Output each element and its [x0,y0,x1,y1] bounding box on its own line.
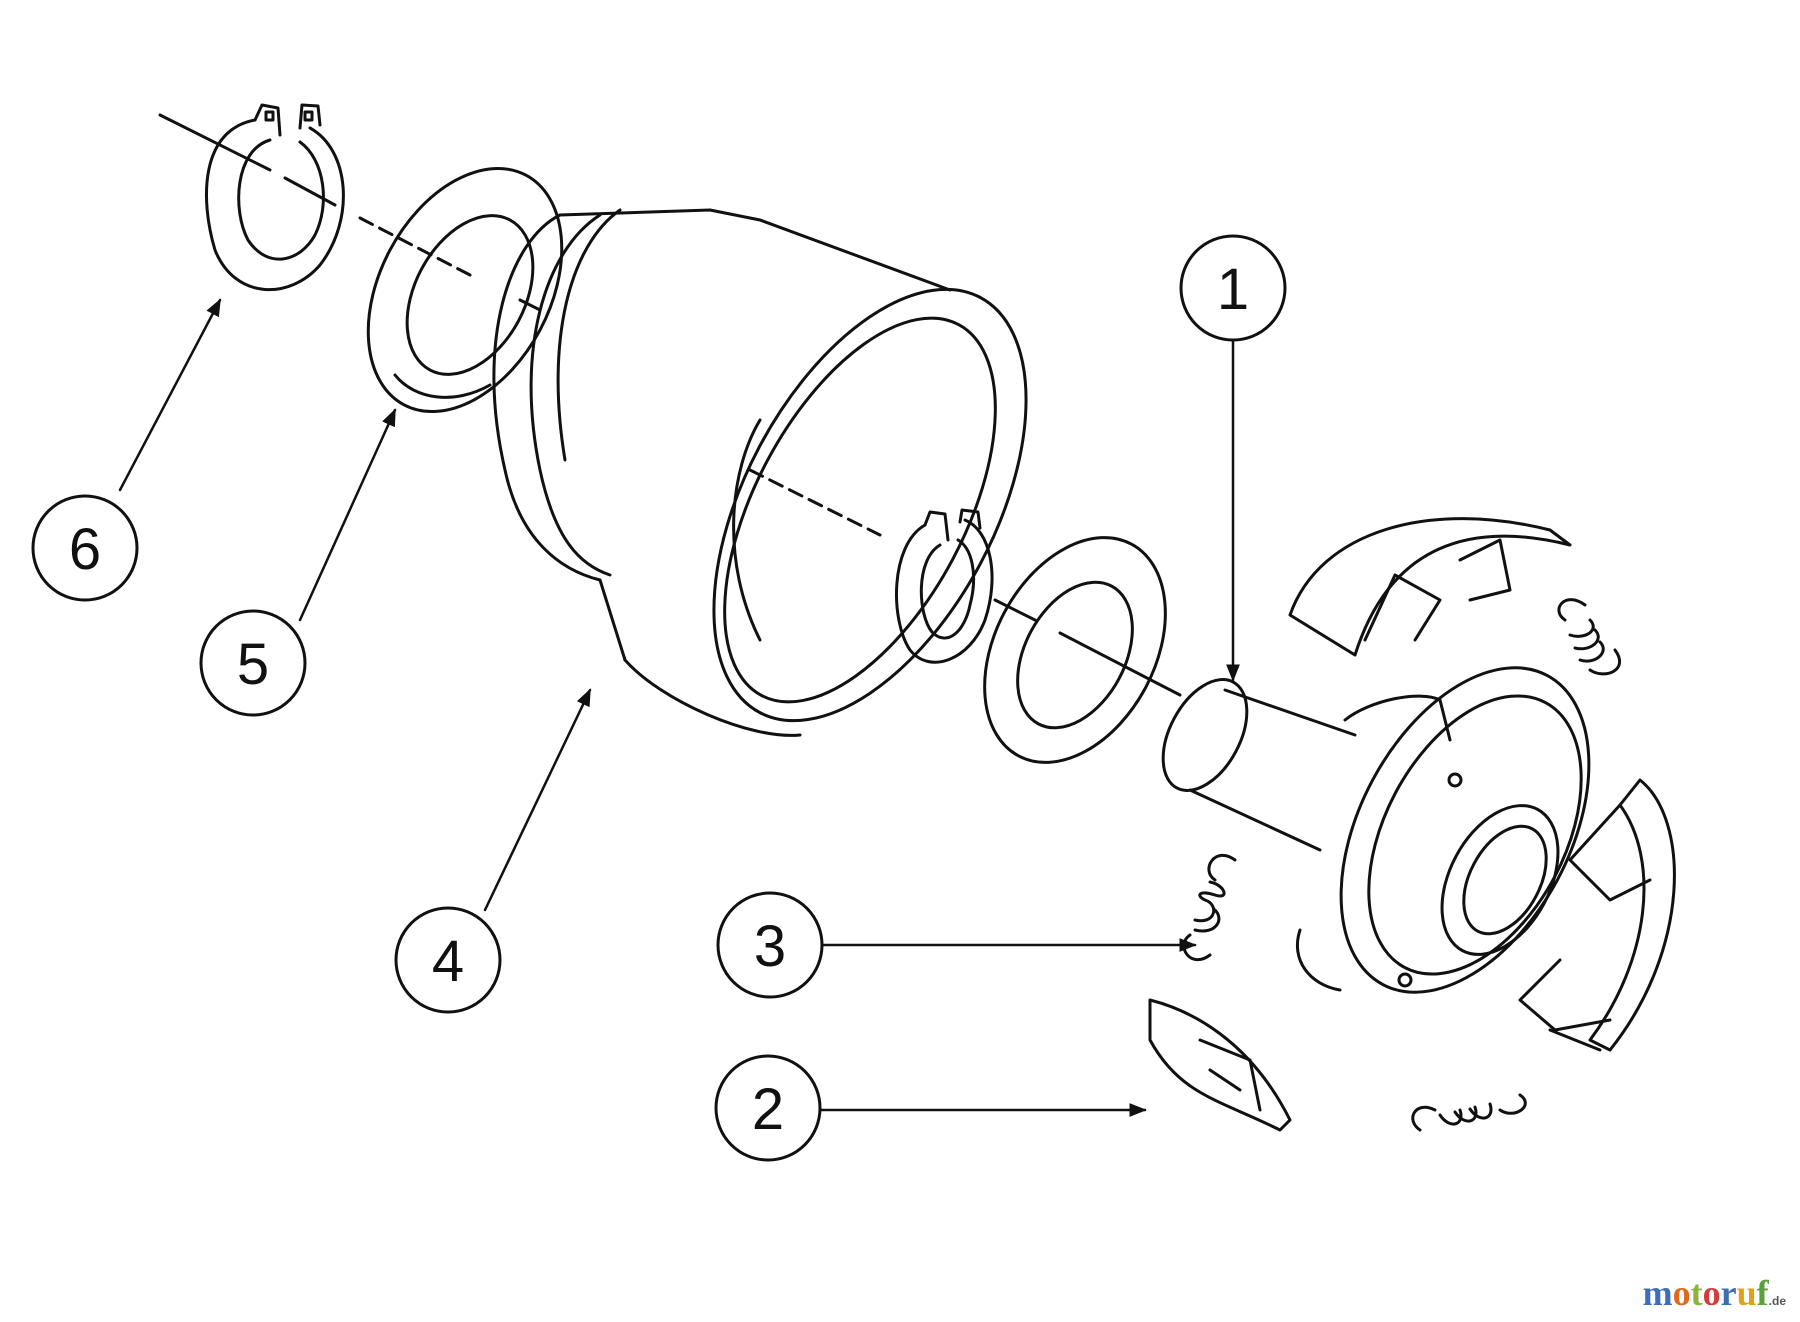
watermark-letter: u [1736,1273,1757,1313]
inner-washer [983,536,1167,764]
clutch-shoe-part-2-right [1518,778,1676,1052]
assembly-axis-line [158,113,1182,697]
callout-3: 3 [716,891,824,999]
leader-5 [298,408,397,622]
inner-snap-ring [895,508,994,664]
leader-6 [118,298,222,492]
callout-1-label: 1 [1217,257,1249,322]
clutch-drum-part-4 [492,208,1028,737]
callout-5-label: 5 [237,632,269,697]
watermark-letter: f [1756,1273,1769,1313]
watermark-letter: o [1672,1273,1691,1313]
callout-6: 6 [31,494,139,602]
callout-4: 4 [394,906,502,1014]
callout-1: 1 [1179,234,1287,342]
clutch-hub-part-1 [1161,666,1591,994]
watermark-letter: o [1702,1273,1721,1313]
spring-upper-right [1557,598,1622,676]
callout-5: 5 [199,609,307,717]
watermark-letter: m [1642,1273,1673,1313]
callout-4-label: 4 [432,929,464,994]
snap-ring-part-6 [204,103,345,292]
watermark-letter: t [1690,1273,1703,1313]
callout-2: 2 [714,1054,822,1162]
clutch-shoe-part-2-bottom [1148,998,1292,1132]
watermark-suffix: .de [1768,1294,1786,1308]
callout-3-label: 3 [754,914,786,979]
clutch-shoe-part-2-top [1288,517,1572,657]
watermark-letter: r [1720,1273,1737,1313]
leader-arrows [118,298,1240,1117]
spring-bottom-right [1411,1093,1527,1132]
callout-6-label: 6 [69,517,101,582]
washer-part-5 [366,166,564,414]
callout-2-label: 2 [752,1077,784,1142]
leader-4 [483,688,592,912]
watermark-logo: motoruf.de [1643,1272,1786,1314]
